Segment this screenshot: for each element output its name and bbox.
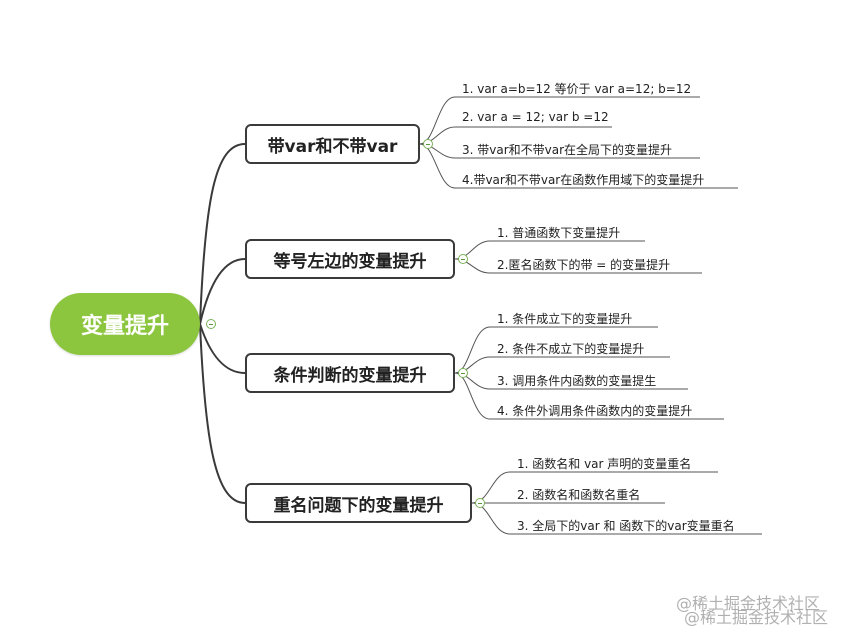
leaf-item-1-3[interactable]: 3. 带var和不带var在全局下的变量提升: [462, 143, 673, 157]
link-root-branch-2: [199, 258, 246, 325]
leaf-item-3-1[interactable]: 1. 条件成立下的变量提升: [497, 312, 633, 326]
watermark-text: @稀土掘金技术社区: [676, 594, 821, 613]
branch-node-3[interactable]: 条件判断的变量提升: [245, 353, 455, 393]
leaf-item-2-2[interactable]: 2.匿名函数下的带 = 的变量提升: [497, 258, 671, 272]
leaf-item-2-1[interactable]: 1. 普通函数下变量提升: [497, 226, 621, 240]
leaf-item-3-3[interactable]: 3. 调用条件内函数的变量提生: [497, 374, 657, 388]
link-root-branch-4: [199, 323, 246, 504]
root-node[interactable]: 变量提升: [50, 293, 200, 355]
leaf-item-1-4[interactable]: 4.带var和不带var在函数作用域下的变量提升: [462, 173, 705, 187]
link-root-branch-3: [199, 323, 246, 374]
leaf-item-1-1[interactable]: 1. var a=b=12 等价于 var a=12; b=12: [462, 82, 692, 96]
branch-node-4[interactable]: 重名问题下的变量提升: [245, 483, 472, 523]
collapse-icon-branch-3[interactable]: [458, 368, 468, 378]
collapse-icon-branch-2[interactable]: [458, 254, 468, 264]
branch-node-2[interactable]: 等号左边的变量提升: [245, 239, 455, 279]
leaf-item-3-4[interactable]: 4. 条件外调用条件函数内的变量提升: [497, 404, 693, 418]
leaf-item-4-3[interactable]: 3. 全局下的var 和 函数下的var变量重名: [517, 519, 735, 533]
collapse-icon-root[interactable]: [206, 319, 216, 329]
leaf-item-4-1[interactable]: 1. 函数名和 var 声明的变量重名: [517, 457, 692, 471]
leaf-item-1-2[interactable]: 2. var a = 12; var b =12: [462, 110, 609, 124]
link-b3-l2: [454, 356, 670, 374]
branch-node-1[interactable]: 带var和不带var: [245, 124, 420, 164]
leaf-item-4-2[interactable]: 2. 函数名和函数名重名: [517, 488, 641, 502]
collapse-icon-branch-1[interactable]: [423, 139, 433, 149]
leaf-item-3-2[interactable]: 2. 条件不成立下的变量提升: [497, 342, 645, 356]
link-root-branch-1: [199, 143, 246, 325]
collapse-icon-branch-4[interactable]: [475, 498, 485, 508]
watermark-text-shadow: @稀土掘金技术社区: [684, 608, 829, 627]
